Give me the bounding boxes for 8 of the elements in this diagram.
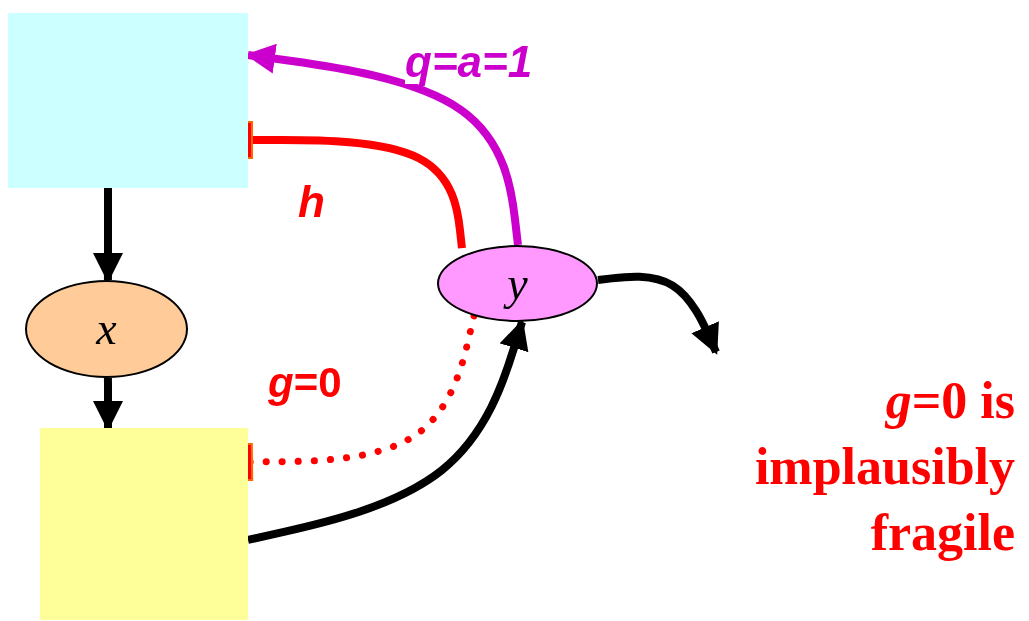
variable-label: x (96, 306, 117, 352)
arrow (93, 188, 123, 283)
note-text: g=0 is implausibly fragile (753, 371, 1015, 563)
box-node (8, 13, 248, 188)
arrow (247, 319, 529, 544)
box-node (40, 428, 248, 620)
arrow (597, 272, 720, 355)
arrow (93, 378, 123, 431)
